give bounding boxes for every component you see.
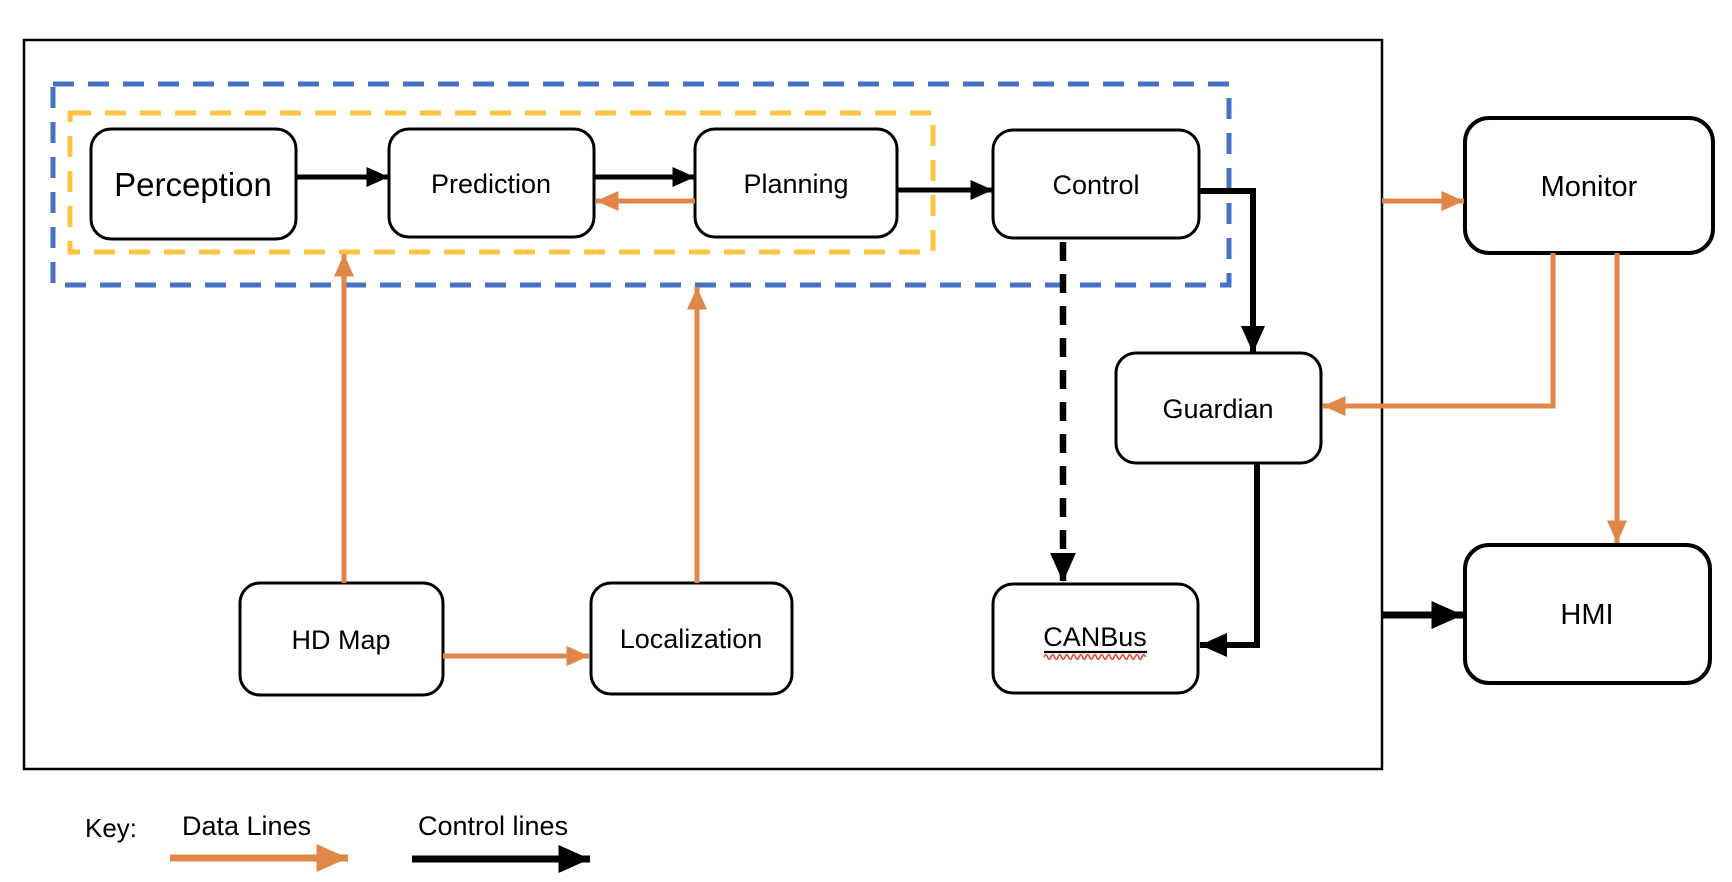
planning-label: Planning: [743, 169, 848, 199]
planning-box: [693, 127, 899, 239]
legend: Key: Data Lines Control lines: [85, 811, 590, 873]
node-localization: Localization: [589, 581, 794, 696]
localization-label: Localization: [620, 624, 763, 654]
yellow-dashed-group-outline: [67, 110, 936, 255]
control-box: [991, 128, 1201, 240]
node-planning: Planning: [693, 127, 899, 239]
node-perception: Perception: [89, 127, 298, 241]
hmi-label: HMI: [1560, 599, 1613, 631]
monitor-box: [1463, 116, 1715, 255]
edge-control-to-guardian: [1199, 188, 1265, 353]
blue-dashed-group-outline: [50, 81, 1232, 288]
node-hmi: HMI: [1463, 543, 1712, 685]
node-control: Control: [991, 128, 1201, 240]
node-guardian: Guardian: [1114, 351, 1323, 465]
hmi-box: [1463, 543, 1712, 685]
guardian-box: [1114, 351, 1323, 465]
localization-box: [589, 581, 794, 696]
hd-map-label: HD Map: [291, 625, 390, 655]
node-hd-map: HD Map: [238, 581, 445, 697]
legend-title: Key:: [85, 813, 137, 843]
legend-data-lines-label: Data Lines: [182, 811, 311, 841]
control-label: Control: [1052, 170, 1139, 200]
edge-guardian-to-canbus: [1200, 463, 1260, 657]
perception-box: [89, 127, 298, 241]
prediction-label: Prediction: [431, 169, 551, 199]
monitor-label: Monitor: [1541, 171, 1638, 203]
node-canbus: CANBus: [991, 582, 1200, 695]
node-prediction: Prediction: [387, 127, 596, 239]
perception-label: Perception: [114, 166, 272, 203]
edge-monitor-to-guardian: [1323, 253, 1556, 416]
prediction-box: [387, 127, 596, 239]
canbus-box: [991, 582, 1200, 695]
node-monitor: Monitor: [1463, 116, 1715, 255]
legend-control-lines-label: Control lines: [418, 811, 568, 841]
canbus-label: CANBus: [1043, 622, 1147, 652]
canbus-spellcheck-squiggle: [1043, 653, 1147, 661]
guardian-label: Guardian: [1162, 394, 1273, 424]
